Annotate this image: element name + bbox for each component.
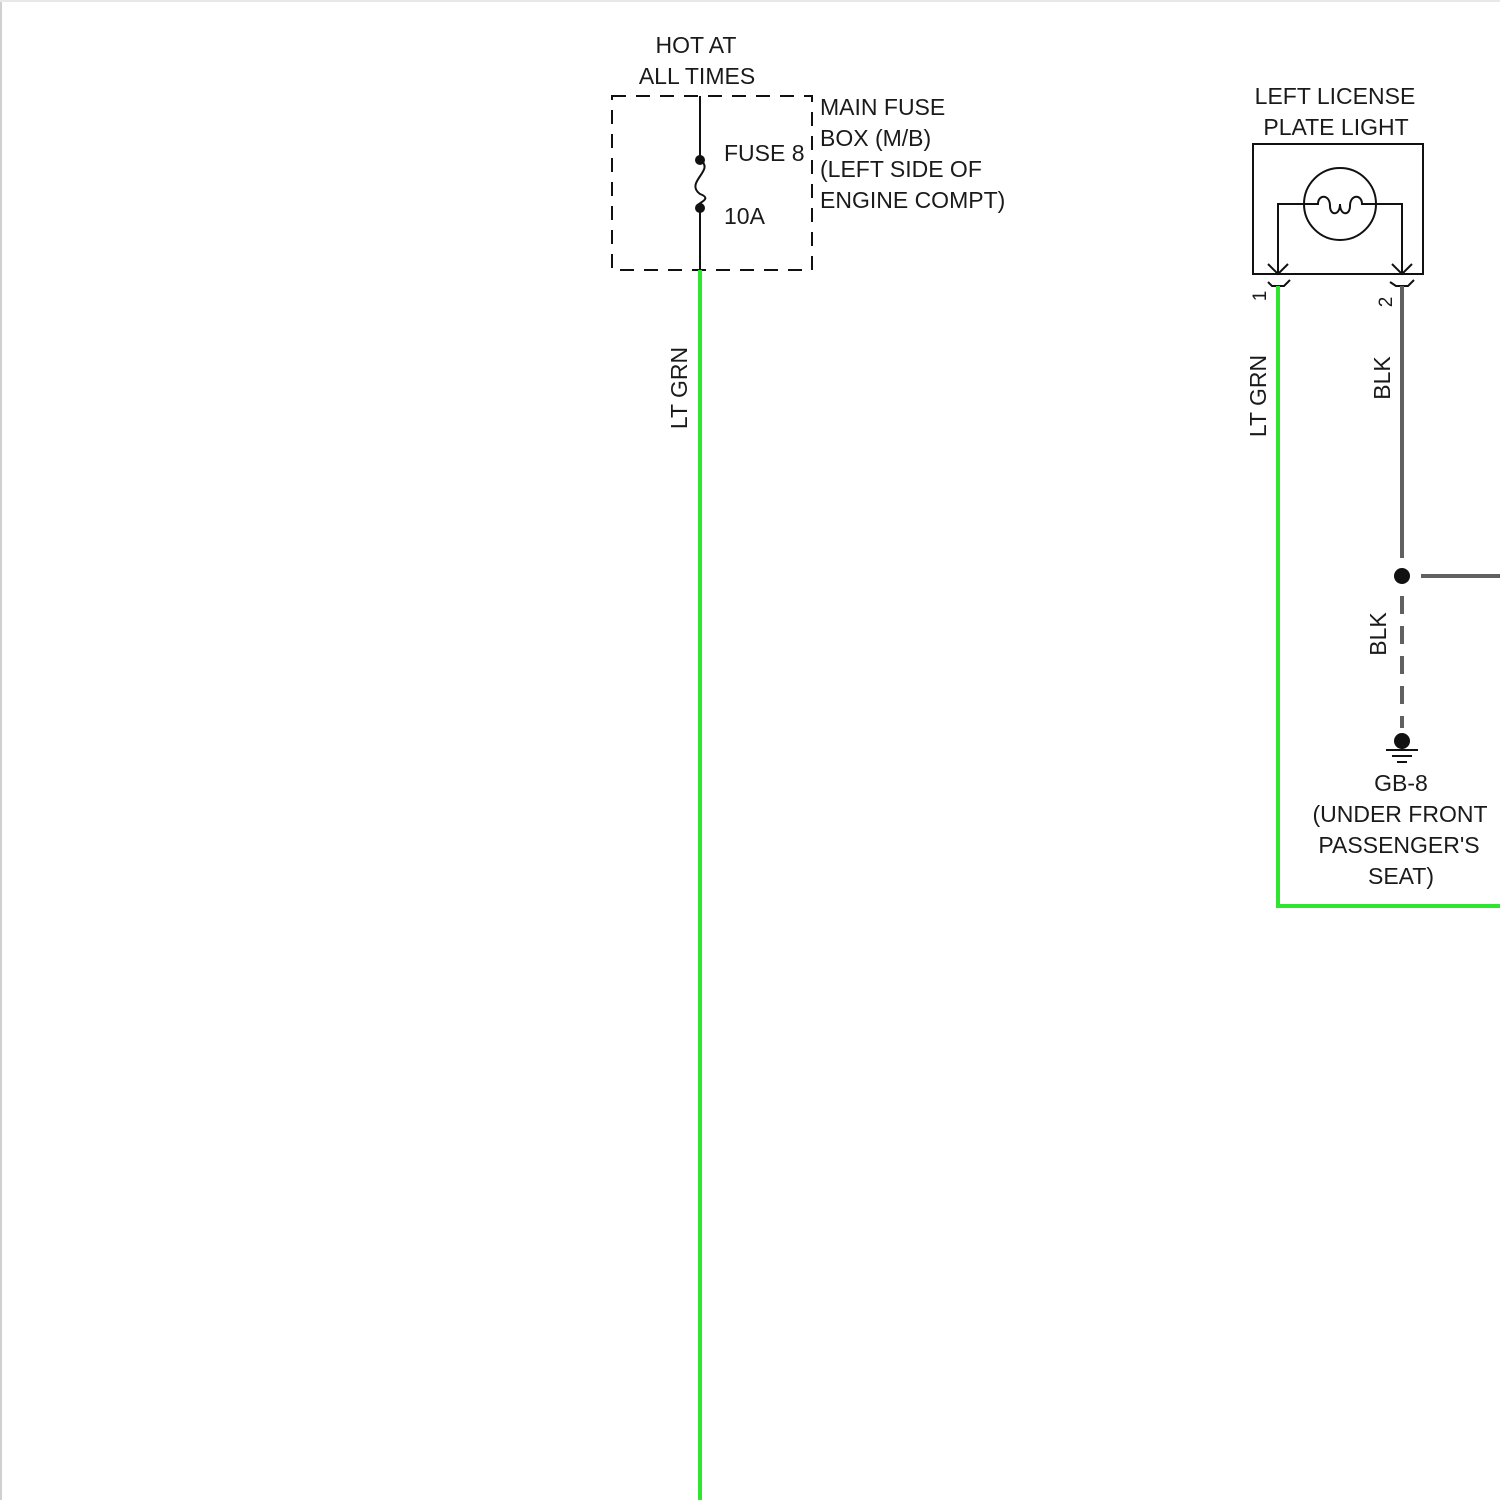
fuse-box-label-line4: ENGINE COMPT) xyxy=(820,187,1005,213)
bulb-lead-left xyxy=(1278,204,1305,274)
fuse-box-label-line1: MAIN FUSE xyxy=(820,94,945,120)
license-light-label-line1: LEFT LICENSE xyxy=(1255,83,1416,109)
fuse-name-label: FUSE 8 xyxy=(724,140,805,166)
power-label-line2: ALL TIMES xyxy=(639,63,755,89)
fuse-box-label-line2: BOX (M/B) xyxy=(820,125,931,151)
bulb-lead-right xyxy=(1376,204,1402,274)
pin1-number: 1 xyxy=(1250,291,1271,302)
lamp-ground-wire-color-label: BLK xyxy=(1369,356,1395,400)
ground-label-line1: GB-8 xyxy=(1374,770,1428,796)
ground-label-line4: SEAT) xyxy=(1368,863,1434,889)
power-label-line1: HOT AT xyxy=(656,32,737,58)
lamp-feed-wire-color-label: LT GRN xyxy=(1245,355,1271,437)
pin2-connector-icon xyxy=(1390,280,1414,286)
ground-lead-wire-color-label: BLK xyxy=(1365,612,1391,656)
bulb-filament-icon xyxy=(1305,197,1376,214)
splice-dot xyxy=(1394,568,1410,584)
pin1-connector-icon xyxy=(1268,280,1290,286)
main-feed-wire-color-label: LT GRN xyxy=(666,347,692,429)
pin2-number: 2 xyxy=(1376,297,1397,308)
ground-label-line3: PASSENGER'S xyxy=(1318,832,1479,858)
main-fuse-box-outline xyxy=(612,96,812,270)
fuse-rating-label: 10A xyxy=(724,203,766,229)
fuse-box-label-line3: (LEFT SIDE OF xyxy=(820,156,982,182)
ground-label-line2: (UNDER FRONT xyxy=(1312,801,1487,827)
license-light-label-line2: PLATE LIGHT xyxy=(1263,114,1408,140)
fuse-element-icon xyxy=(695,160,705,208)
